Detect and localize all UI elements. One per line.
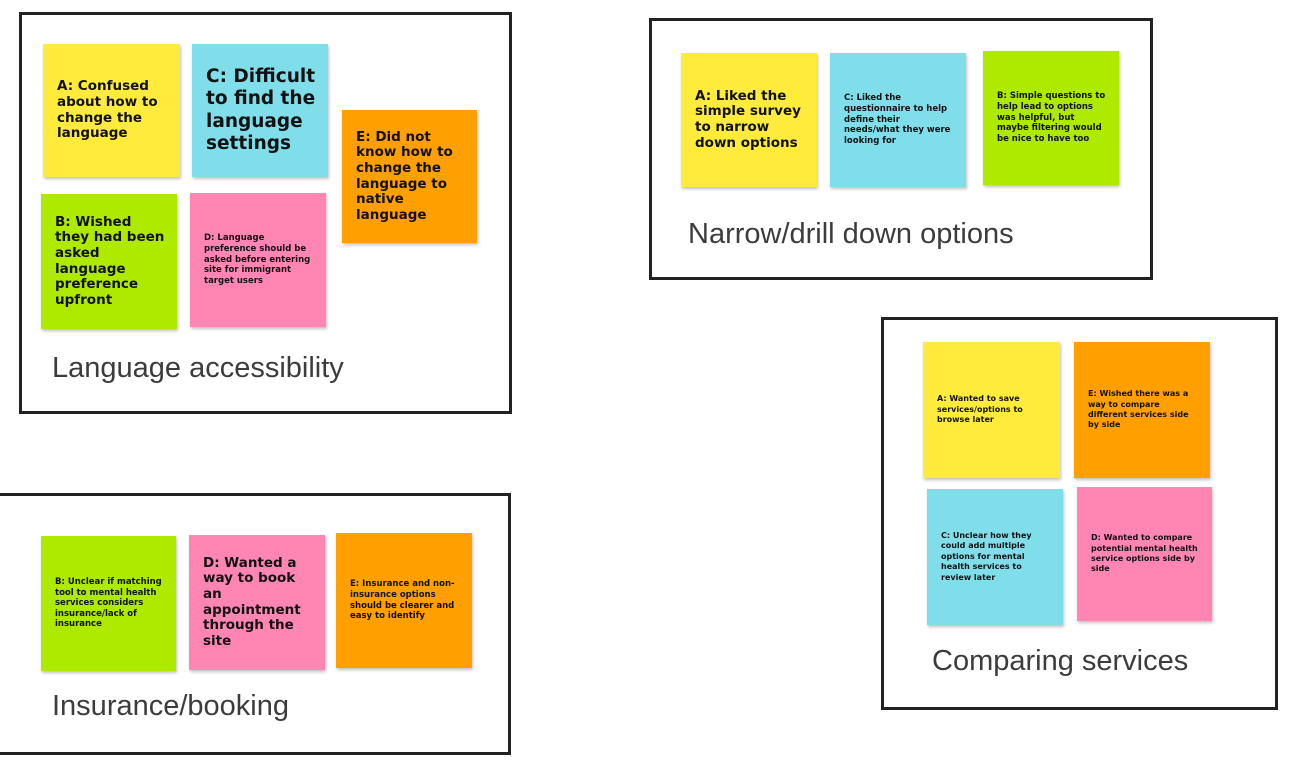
sticky-note-text: E: Wished there was a way to compare dif… [1088, 389, 1189, 430]
sticky-note-text: A: Confused about how to change the lang… [57, 78, 158, 142]
sticky-note-text: B: Simple questions to help lead to opti… [997, 91, 1106, 144]
group-title: Comparing services [932, 645, 1189, 677]
sticky-note-text: D: Language preference should be asked b… [204, 233, 311, 286]
sticky-note-text: E: Did not know how to change the langua… [356, 128, 453, 223]
sticky-note-language-d[interactable]: D: Language preference should be asked b… [190, 193, 326, 327]
sticky-note-text: D: Wanted to compare potential mental he… [1091, 533, 1198, 574]
sticky-note-comparing-a[interactable]: A: Wanted to save services/options to br… [923, 342, 1060, 478]
sticky-note-text: C: Difficult to find the language settin… [206, 66, 316, 154]
sticky-note-insurance-d[interactable]: D: Wanted a way to book an appointment t… [189, 535, 325, 670]
sticky-note-language-b[interactable]: B: Wished they had been asked language p… [41, 194, 177, 329]
sticky-note-comparing-c[interactable]: C: Unclear how they could add multiple o… [927, 489, 1063, 625]
sticky-note-narrow-c[interactable]: C: Liked the questionnaire to help defin… [830, 53, 966, 187]
group-language-accessibility: A: Confused about how to change the lang… [19, 12, 512, 414]
group-narrow-options: A: Liked the simple survey to narrow dow… [649, 18, 1153, 280]
sticky-note-text: C: Liked the questionnaire to help defin… [844, 93, 951, 146]
sticky-note-narrow-a[interactable]: A: Liked the simple survey to narrow dow… [681, 53, 817, 187]
sticky-note-insurance-b[interactable]: B: Unclear if matching tool to mental he… [41, 536, 176, 671]
sticky-note-text: A: Liked the simple survey to narrow dow… [695, 87, 801, 151]
group-insurance-booking: B: Unclear if matching tool to mental he… [0, 493, 511, 755]
group-title: Narrow/drill down options [688, 218, 1014, 250]
group-comparing-services: A: Wanted to save services/options to br… [881, 317, 1278, 710]
sticky-note-language-c[interactable]: C: Difficult to find the language settin… [192, 44, 328, 177]
sticky-note-insurance-e[interactable]: E: Insurance and non-insurance options s… [336, 533, 472, 668]
sticky-note-text: B: Unclear if matching tool to mental he… [55, 576, 162, 630]
sticky-note-language-a[interactable]: A: Confused about how to change the lang… [43, 44, 180, 177]
sticky-note-text: D: Wanted a way to book an appointment t… [203, 554, 301, 649]
group-title: Language accessibility [52, 352, 344, 384]
sticky-note-text: B: Wished they had been asked language p… [55, 213, 165, 308]
sticky-note-text: A: Wanted to save services/options to br… [937, 394, 1023, 425]
sticky-note-comparing-e[interactable]: E: Wished there was a way to compare dif… [1074, 342, 1210, 478]
sticky-note-text: C: Unclear how they could add multiple o… [941, 531, 1032, 582]
sticky-note-narrow-b[interactable]: B: Simple questions to help lead to opti… [983, 51, 1119, 185]
sticky-note-language-e[interactable]: E: Did not know how to change the langua… [342, 110, 477, 243]
sticky-note-text: E: Insurance and non-insurance options s… [350, 579, 455, 622]
group-title: Insurance/booking [52, 690, 289, 722]
sticky-note-comparing-d[interactable]: D: Wanted to compare potential mental he… [1077, 487, 1212, 621]
